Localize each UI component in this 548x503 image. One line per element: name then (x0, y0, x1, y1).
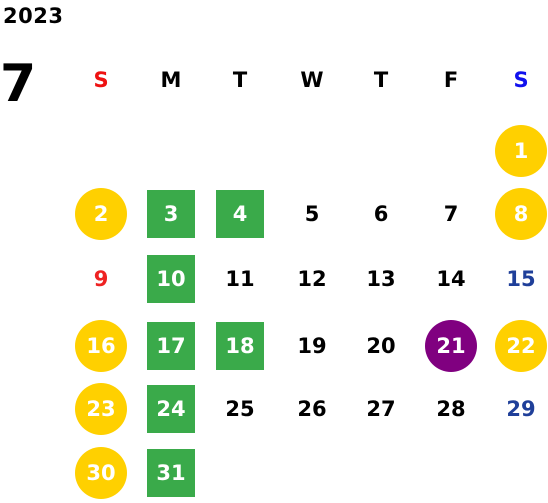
day-2[interactable]: 2 (75, 188, 127, 240)
year-label: 2023 (3, 4, 64, 28)
day-7[interactable]: 7 (443, 202, 459, 226)
day-19[interactable]: 19 (297, 334, 327, 358)
day-13[interactable]: 13 (366, 267, 396, 291)
day-18[interactable]: 18 (216, 322, 264, 370)
day-30[interactable]: 30 (75, 447, 127, 499)
day-10[interactable]: 10 (147, 255, 195, 303)
day-21[interactable]: 21 (425, 320, 477, 372)
day-27[interactable]: 27 (366, 397, 396, 421)
day-9[interactable]: 9 (93, 267, 109, 291)
day-15[interactable]: 15 (506, 267, 536, 291)
weekday-header-0: S (93, 68, 109, 92)
day-29[interactable]: 29 (506, 397, 536, 421)
weekday-header-2: T (232, 68, 248, 92)
day-11[interactable]: 11 (225, 267, 255, 291)
day-17[interactable]: 17 (147, 322, 195, 370)
weekday-header-4: T (373, 68, 389, 92)
day-12[interactable]: 12 (297, 267, 327, 291)
day-3[interactable]: 3 (147, 190, 195, 238)
day-23[interactable]: 23 (75, 383, 127, 435)
day-4[interactable]: 4 (216, 190, 264, 238)
weekday-header-3: W (300, 68, 324, 92)
day-31[interactable]: 31 (147, 449, 195, 497)
day-5[interactable]: 5 (304, 202, 320, 226)
day-14[interactable]: 14 (436, 267, 466, 291)
weekday-header-6: S (513, 68, 529, 92)
weekday-header-1: M (160, 68, 182, 92)
day-26[interactable]: 26 (297, 397, 327, 421)
month-number: 7 (0, 54, 37, 114)
day-1[interactable]: 1 (495, 125, 547, 177)
day-22[interactable]: 22 (495, 320, 547, 372)
day-25[interactable]: 25 (225, 397, 255, 421)
day-16[interactable]: 16 (75, 320, 127, 372)
day-20[interactable]: 20 (366, 334, 396, 358)
day-24[interactable]: 24 (147, 385, 195, 433)
day-28[interactable]: 28 (436, 397, 466, 421)
day-6[interactable]: 6 (373, 202, 389, 226)
day-8[interactable]: 8 (495, 188, 547, 240)
weekday-header-5: F (443, 68, 459, 92)
